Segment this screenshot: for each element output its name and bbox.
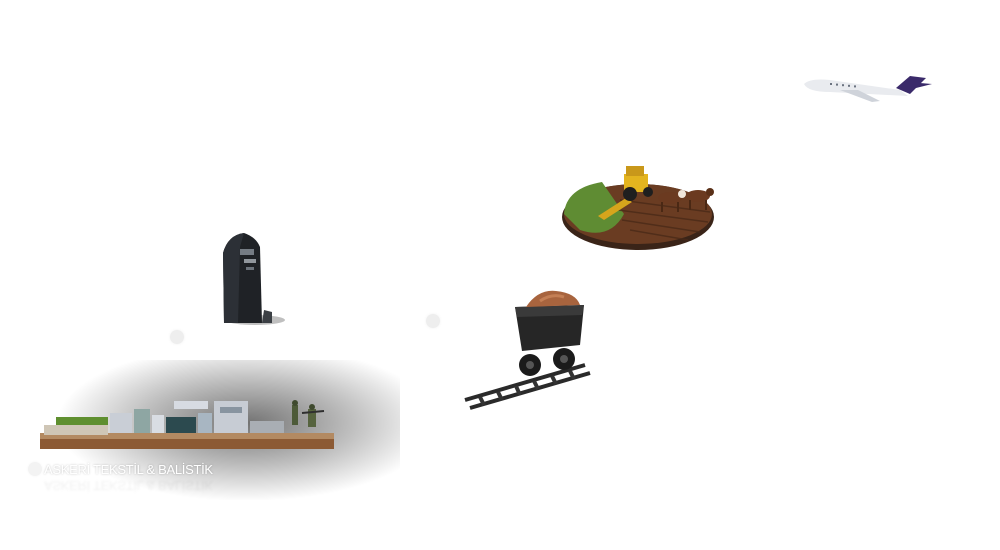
military-diorama-icon [40, 400, 334, 449]
slide-dot-3[interactable] [28, 462, 42, 476]
slide-item-mining[interactable] [460, 285, 600, 415]
slide-item-aviation[interactable] [800, 72, 935, 112]
farm-tractor-icon [562, 166, 714, 250]
slide-item-shield[interactable] [210, 225, 290, 330]
slide-caption-reflection: ASKERİ TEKSTİL & BALİSTİK [44, 478, 213, 493]
slide-dot-1[interactable] [170, 330, 184, 344]
slide-item-agriculture[interactable] [560, 160, 720, 255]
slide-dot-2[interactable] [426, 314, 440, 328]
mine-cart-icon [464, 290, 591, 410]
slide-item-askeri[interactable] [38, 395, 338, 455]
airplane-icon [804, 76, 932, 102]
ballistic-shield-icon [223, 233, 285, 325]
slide-caption[interactable]: ASKERİ TEKSTİL & BALİSTİK [44, 462, 213, 477]
